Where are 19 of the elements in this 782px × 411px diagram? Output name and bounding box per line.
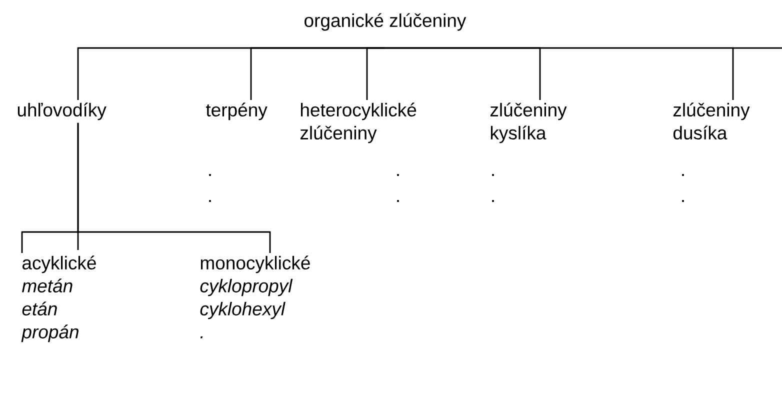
ellipsis-dot: . <box>682 200 684 202</box>
category-label: monocyklické cyklopropyl cyklohexyl . <box>200 256 310 338</box>
category-label: zlúčeniny kyslíka <box>490 102 567 144</box>
tree-connector <box>77 122 271 253</box>
ellipsis-dot: . <box>492 174 494 176</box>
category-label: terpény <box>206 102 268 120</box>
ellipsis-dot: . <box>209 200 211 202</box>
ellipsis-dot: . <box>397 200 399 202</box>
root-label: organické zlúčeniny <box>304 13 466 31</box>
ellipsis-dot: . <box>209 174 211 176</box>
category-label: heterocyklické zlúčeniny <box>300 102 416 144</box>
tree-connector <box>385 47 734 100</box>
category-label: uhľovodíky <box>18 102 106 120</box>
ellipsis-dot: . <box>492 200 494 202</box>
tree-connector <box>366 47 385 100</box>
ellipsis-dot: . <box>682 174 684 176</box>
category-label: zlúčeniny dusíka <box>673 102 750 140</box>
category-label: acyklické metán etán propán <box>21 256 96 342</box>
ellipsis-dot: . <box>397 174 399 176</box>
